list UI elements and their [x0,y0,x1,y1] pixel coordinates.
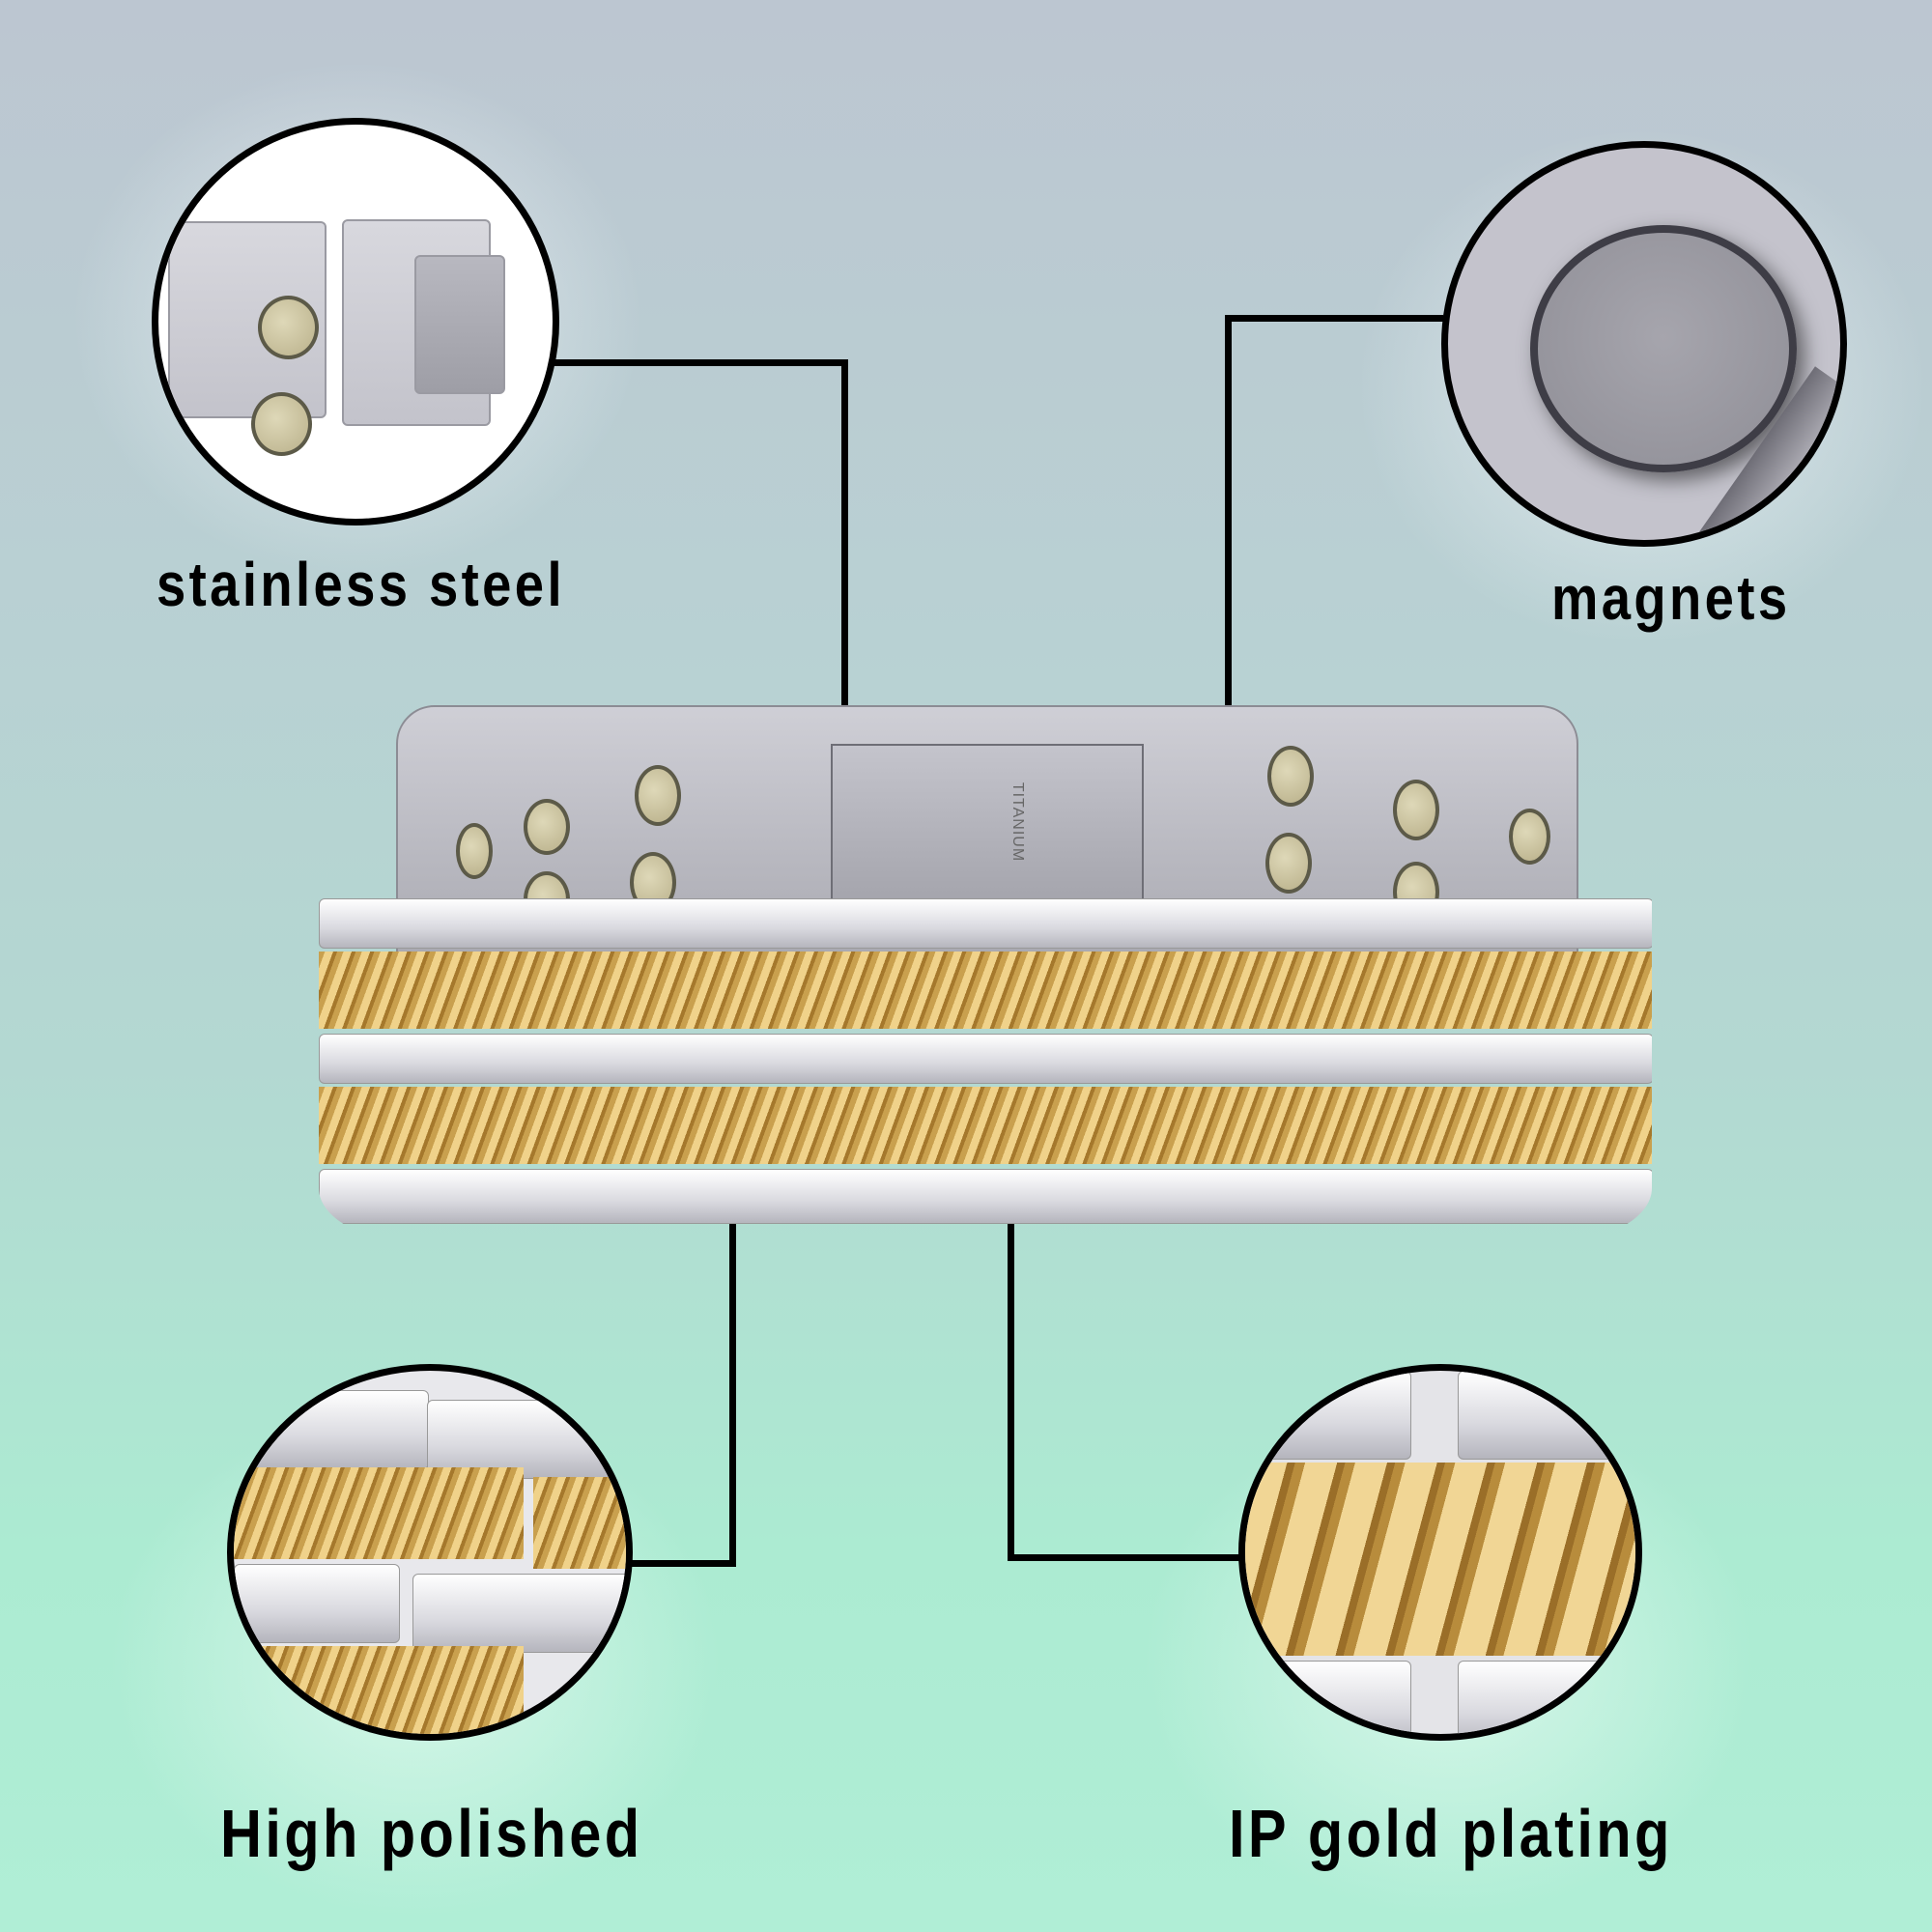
connector-magnet-v [1225,315,1232,817]
feature-label-high-polished: High polished [220,1796,643,1871]
clasp-engraving: TITANIUM [1009,781,1027,863]
polished-link [1458,1371,1635,1460]
magnet-closeup [1530,225,1797,472]
polished-row [319,1169,1652,1224]
magnet-icon [456,823,493,879]
connector-magnet-h [1225,315,1443,322]
magnet-icon [1267,746,1314,807]
magnet-icon [1509,809,1550,865]
connector-polish-h [628,1560,736,1567]
connector-gold-h [1008,1554,1241,1561]
detail-circle-ip-gold-plating [1238,1364,1642,1741]
feature-label-magnets: magnets [1551,563,1791,633]
connector-steel-h [553,359,848,366]
magnet-icon [635,765,681,826]
connector-polish-v [729,1202,736,1567]
polished-link [234,1564,400,1643]
detail-circle-high-polished [227,1364,633,1741]
magnet-icon [1393,780,1439,840]
feature-label-ip-gold-plating: IP gold plating [1229,1796,1673,1871]
gold-rope-row [319,1087,1652,1164]
gold-rope-band [234,1467,524,1559]
polished-link [427,1400,626,1479]
bracelet-product-image: TITANIUM [319,705,1652,1246]
gold-rope-row [319,952,1652,1029]
gold-rope-band [234,1646,524,1734]
feature-label-stainless-steel: stainless steel [156,550,565,619]
magnet-icon [1265,833,1312,894]
magnet-icon [251,392,312,456]
polished-row [319,898,1652,949]
magnet-icon [258,296,319,359]
polished-link [412,1574,626,1653]
detail-circle-magnets [1441,141,1847,547]
polished-link [1458,1661,1635,1734]
polished-link [1245,1661,1411,1734]
polished-link [234,1390,429,1469]
gold-rope-band [533,1477,626,1569]
magnet-icon [524,799,570,855]
connector-gold-v [1008,1202,1014,1561]
gold-rope-band [1245,1463,1635,1656]
detail-circle-stainless-steel [152,118,559,526]
connector-steel-v [841,359,848,717]
polished-row [319,1034,1652,1084]
polished-link [1245,1371,1411,1460]
clasp-segment [414,255,505,394]
steel-link [168,221,327,418]
bracelet-front-links [319,898,1652,1246]
